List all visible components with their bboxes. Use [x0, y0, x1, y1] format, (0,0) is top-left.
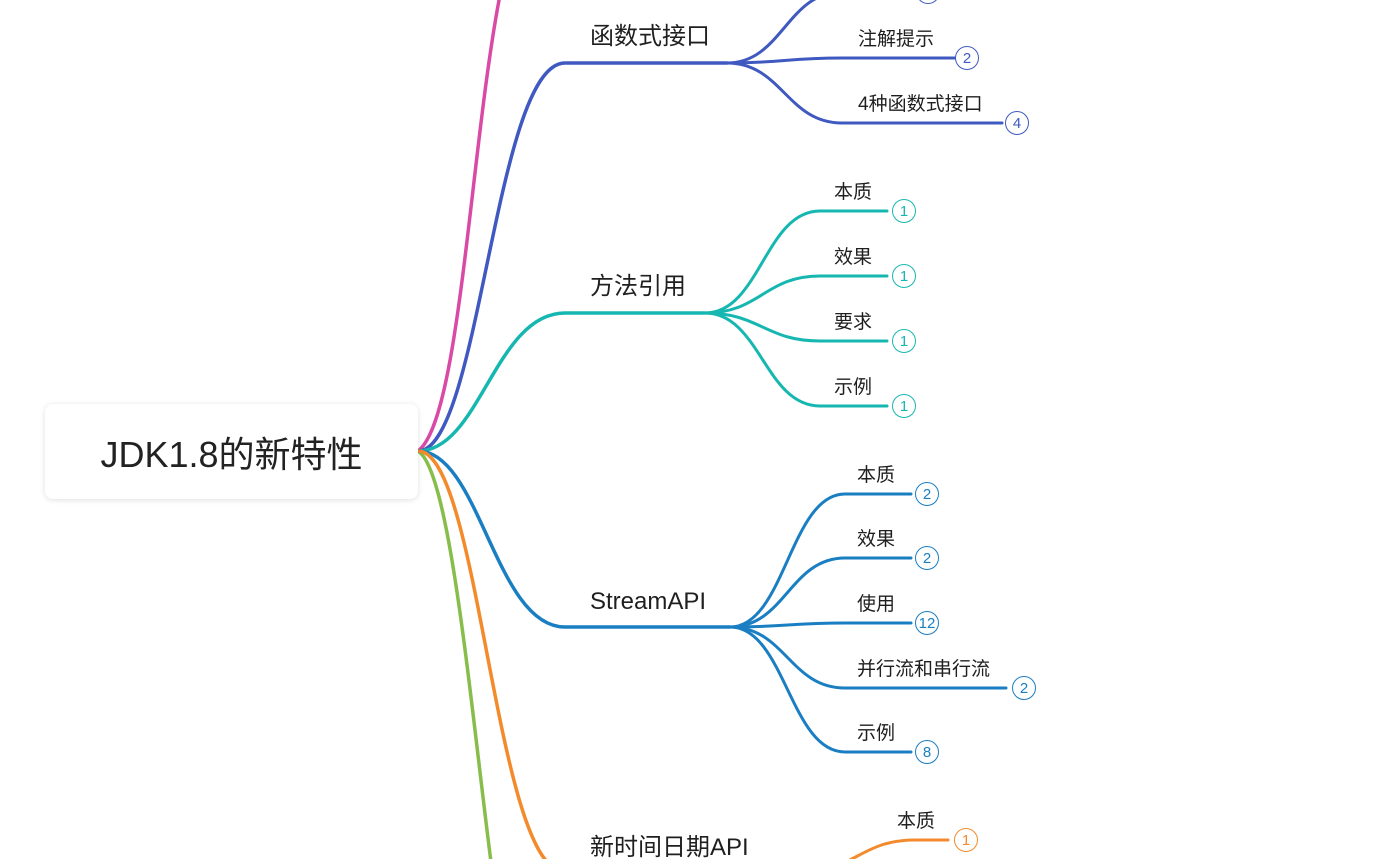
- child-topic-functional-interface-1[interactable]: 注解提示: [858, 29, 935, 50]
- branch-connector-functional-interface: [416, 61, 729, 453]
- child-connector-method-reference-0: [703, 209, 889, 315]
- child-topic-stream-api-4[interactable]: 示例: [857, 723, 896, 744]
- child-connector-stream-api-0: [728, 492, 913, 629]
- collapsed-count-badge-method-reference-3[interactable]: 1: [892, 394, 916, 418]
- child-connector-functional-interface-1: [725, 56, 957, 65]
- child-connector-stream-api-3: [728, 625, 1008, 690]
- branch-stream-api[interactable]: StreamAPI: [590, 588, 707, 615]
- collapsed-count-badge-method-reference-1[interactable]: 1: [892, 264, 916, 288]
- child-topic-datetime-api-0[interactable]: 本质: [897, 811, 936, 832]
- offscreen-branch-connector: [416, 449, 493, 859]
- child-connector-stream-api-1: [728, 556, 913, 629]
- child-topic-stream-api-2[interactable]: 使用: [857, 594, 896, 615]
- branch-connector-method-reference: [416, 311, 707, 453]
- root-topic[interactable]: JDK1.8的新特性: [45, 404, 418, 499]
- offscreen-branch-connector: [416, 0, 501, 453]
- collapsed-count-badge-stream-api-2[interactable]: 12: [915, 611, 939, 635]
- child-connector-method-reference-2: [703, 311, 889, 343]
- child-topic-method-reference-0[interactable]: 本质: [834, 182, 873, 203]
- child-connector-method-reference-3: [703, 311, 889, 408]
- child-connector-stream-api-4: [728, 625, 913, 754]
- collapsed-count-badge-stream-api-1[interactable]: 2: [915, 546, 939, 570]
- branch-method-reference[interactable]: 方法引用: [590, 273, 686, 300]
- collapsed-count-badge-stream-api-0[interactable]: 2: [915, 482, 939, 506]
- child-topic-method-reference-3[interactable]: 示例: [834, 377, 873, 398]
- child-connector-functional-interface-2: [725, 61, 1004, 125]
- child-topic-stream-api-0[interactable]: 本质: [857, 465, 896, 486]
- collapsed-count-badge-stream-api-3[interactable]: 2: [1012, 676, 1036, 700]
- collapsed-count-badge-functional-interface-1[interactable]: 2: [955, 46, 979, 70]
- child-connector-functional-interface-0: [725, 0, 817, 65]
- collapsed-count-badge-datetime-api-0[interactable]: 1: [954, 828, 978, 852]
- collapsed-count-badge-method-reference-0[interactable]: 1: [892, 199, 916, 223]
- branch-functional-interface[interactable]: 函数式接口: [590, 23, 710, 50]
- child-topic-method-reference-1[interactable]: 效果: [834, 247, 873, 268]
- child-connector-datetime-api-0: [848, 838, 950, 859]
- child-topic-functional-interface-2[interactable]: 4种函数式接口: [858, 94, 983, 115]
- collapsed-count-badge-functional-interface-2[interactable]: 4: [1005, 111, 1029, 135]
- child-connector-stream-api-2: [728, 621, 913, 629]
- child-topic-method-reference-2[interactable]: 要求: [834, 312, 873, 333]
- collapsed-count-badge-method-reference-2[interactable]: 1: [892, 329, 916, 353]
- branch-datetime-api[interactable]: 新时间日期API: [590, 834, 749, 861]
- child-connector-method-reference-1: [703, 274, 889, 315]
- child-topic-stream-api-3[interactable]: 并行流和串行流: [857, 659, 991, 680]
- child-topic-stream-api-1[interactable]: 效果: [857, 529, 896, 550]
- collapsed-count-badge-stream-api-4[interactable]: 8: [915, 740, 939, 764]
- branch-connector-stream-api: [416, 449, 732, 629]
